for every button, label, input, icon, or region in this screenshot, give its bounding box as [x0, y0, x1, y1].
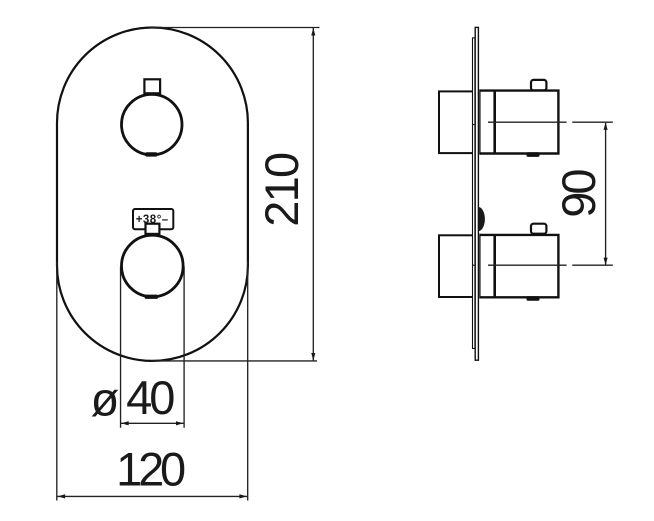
- svg-text:ø: ø: [91, 372, 119, 425]
- svg-text:90: 90: [552, 170, 605, 218]
- svg-text:210: 210: [255, 153, 308, 227]
- svg-text:40: 40: [126, 371, 174, 424]
- svg-text:120: 120: [116, 443, 185, 496]
